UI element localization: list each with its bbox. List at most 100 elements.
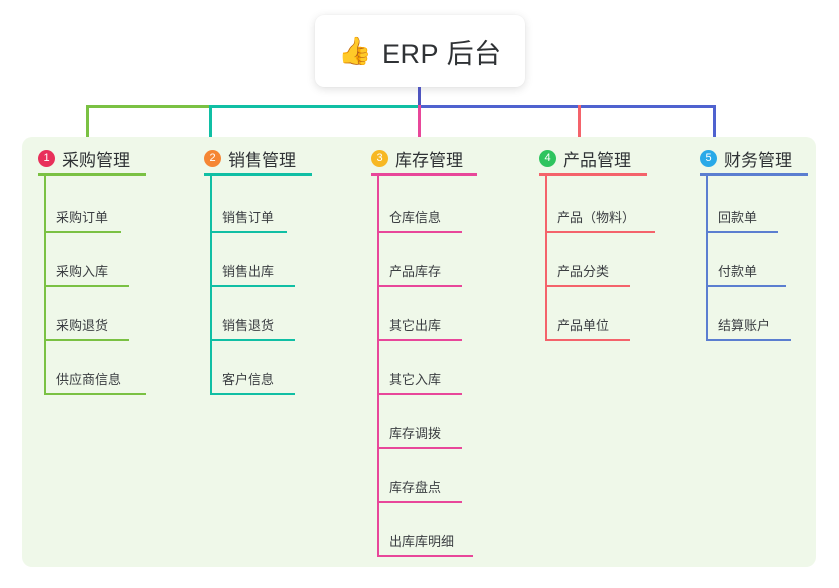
leaf-rule	[210, 285, 295, 287]
leaf-node[interactable]: 客户信息	[210, 365, 295, 395]
leaf-rule	[44, 393, 146, 395]
leaf-rule	[210, 393, 295, 395]
branch-number-badge: 4	[539, 150, 556, 167]
leaf-node[interactable]: 产品库存	[377, 257, 462, 287]
leaf-label: 采购入库	[56, 264, 109, 279]
connector-drop-5	[713, 105, 716, 140]
branch-title: 采购管理	[62, 151, 130, 170]
connector-drop-2	[209, 105, 212, 140]
leaf-label: 回款单	[718, 210, 758, 225]
branch-column-2: 2 销售管理销售订单销售出库销售退货客户信息	[204, 137, 312, 567]
leaf-rule	[706, 231, 778, 233]
leaf-rule	[210, 339, 295, 341]
leaf-rule	[210, 231, 287, 233]
leaf-rule	[377, 339, 462, 341]
connector-bar-segment-2	[209, 105, 419, 108]
leaf-label: 仓库信息	[389, 210, 442, 225]
connector-bar-segment-1	[86, 105, 209, 108]
branch-stem	[706, 176, 708, 341]
leaf-rule	[706, 285, 786, 287]
leaf-rule	[377, 393, 462, 395]
branch-header-2[interactable]: 2 销售管理	[204, 146, 296, 171]
leaf-label: 销售退货	[222, 318, 275, 333]
branch-number-badge: 3	[371, 150, 388, 167]
leaf-rule	[545, 285, 630, 287]
leaf-node[interactable]: 销售退货	[210, 311, 295, 341]
branch-title: 库存管理	[395, 151, 463, 170]
branch-title: 产品管理	[563, 151, 631, 170]
leaf-node[interactable]: 仓库信息	[377, 203, 462, 233]
leaf-label: 供应商信息	[56, 372, 122, 387]
leaf-node[interactable]: 产品（物料）	[545, 203, 655, 233]
leaf-label: 库存盘点	[389, 480, 442, 495]
branch-column-1: 1 采购管理采购订单采购入库采购退货供应商信息	[38, 137, 146, 567]
leaf-rule	[377, 285, 462, 287]
leaf-rule	[545, 339, 630, 341]
leaf-rule	[377, 501, 462, 503]
branch-number-badge: 5	[700, 150, 717, 167]
leaf-label: 产品单位	[557, 318, 610, 333]
leaf-node[interactable]: 销售出库	[210, 257, 295, 287]
branch-header-3[interactable]: 3 库存管理	[371, 146, 463, 171]
leaf-rule	[44, 231, 121, 233]
leaf-label: 采购订单	[56, 210, 109, 225]
connector-drop-3	[418, 105, 421, 140]
connector-drop-4	[578, 105, 581, 140]
leaf-label: 客户信息	[222, 372, 275, 387]
leaf-node[interactable]: 付款单	[706, 257, 786, 287]
connector-bar-segment-3	[418, 105, 715, 108]
leaf-rule	[44, 339, 129, 341]
leaf-rule	[377, 231, 462, 233]
branch-number-badge: 2	[204, 150, 221, 167]
leaf-node[interactable]: 库存调拨	[377, 419, 462, 449]
leaf-label: 采购退货	[56, 318, 109, 333]
leaf-label: 产品库存	[389, 264, 442, 279]
connector-root-stem	[418, 87, 421, 107]
branch-number-badge: 1	[38, 150, 55, 167]
connector-drop-1	[86, 105, 89, 140]
thumbs-up-icon: 👍	[338, 35, 373, 66]
leaf-node[interactable]: 采购入库	[44, 257, 129, 287]
leaf-label: 销售出库	[222, 264, 275, 279]
branch-header-rule	[700, 173, 808, 176]
branch-column-4: 4 产品管理产品（物料） 产品分类产品单位	[539, 137, 655, 567]
leaf-node[interactable]: 其它入库	[377, 365, 462, 395]
leaf-rule	[706, 339, 791, 341]
leaf-label: 其它入库	[389, 372, 442, 387]
leaf-node[interactable]: 采购退货	[44, 311, 129, 341]
leaf-node[interactable]: 其它出库	[377, 311, 462, 341]
leaf-label: 销售订单	[222, 210, 275, 225]
leaf-node[interactable]: 结算账户	[706, 311, 791, 341]
branch-stem	[377, 176, 379, 557]
leaf-label: 其它出库	[389, 318, 442, 333]
branch-header-rule	[371, 173, 477, 176]
leaf-label: 产品分类	[557, 264, 610, 279]
leaf-node[interactable]: 回款单	[706, 203, 778, 233]
leaf-node[interactable]: 出库库明细	[377, 527, 473, 557]
root-title: ERP 后台	[382, 38, 502, 69]
leaf-label: 库存调拨	[389, 426, 442, 441]
leaf-node[interactable]: 销售订单	[210, 203, 287, 233]
leaf-node[interactable]: 采购订单	[44, 203, 121, 233]
branch-title: 财务管理	[724, 151, 792, 170]
branch-header-5[interactable]: 5 财务管理	[700, 146, 792, 171]
leaf-node[interactable]: 产品单位	[545, 311, 630, 341]
branch-header-rule	[38, 173, 146, 176]
branch-header-4[interactable]: 4 产品管理	[539, 146, 631, 171]
leaf-node[interactable]: 产品分类	[545, 257, 630, 287]
branch-stem	[545, 176, 547, 341]
leaf-rule	[545, 231, 655, 233]
leaf-node[interactable]: 库存盘点	[377, 473, 462, 503]
branch-column-3: 3 库存管理仓库信息产品库存其它出库其它入库库存调拨库存盘点出库库明细	[371, 137, 477, 567]
branch-header-1[interactable]: 1 采购管理	[38, 146, 130, 171]
leaf-rule	[377, 555, 473, 557]
leaf-node[interactable]: 供应商信息	[44, 365, 146, 395]
leaf-label: 付款单	[718, 264, 758, 279]
leaf-label: 产品（物料）	[557, 210, 636, 225]
branch-title: 销售管理	[228, 151, 296, 170]
leaf-rule	[377, 447, 462, 449]
branch-column-5: 5 财务管理回款单付款单结算账户	[700, 137, 808, 567]
branch-header-rule	[204, 173, 312, 176]
root-node[interactable]: 👍 ERP 后台	[315, 15, 525, 87]
